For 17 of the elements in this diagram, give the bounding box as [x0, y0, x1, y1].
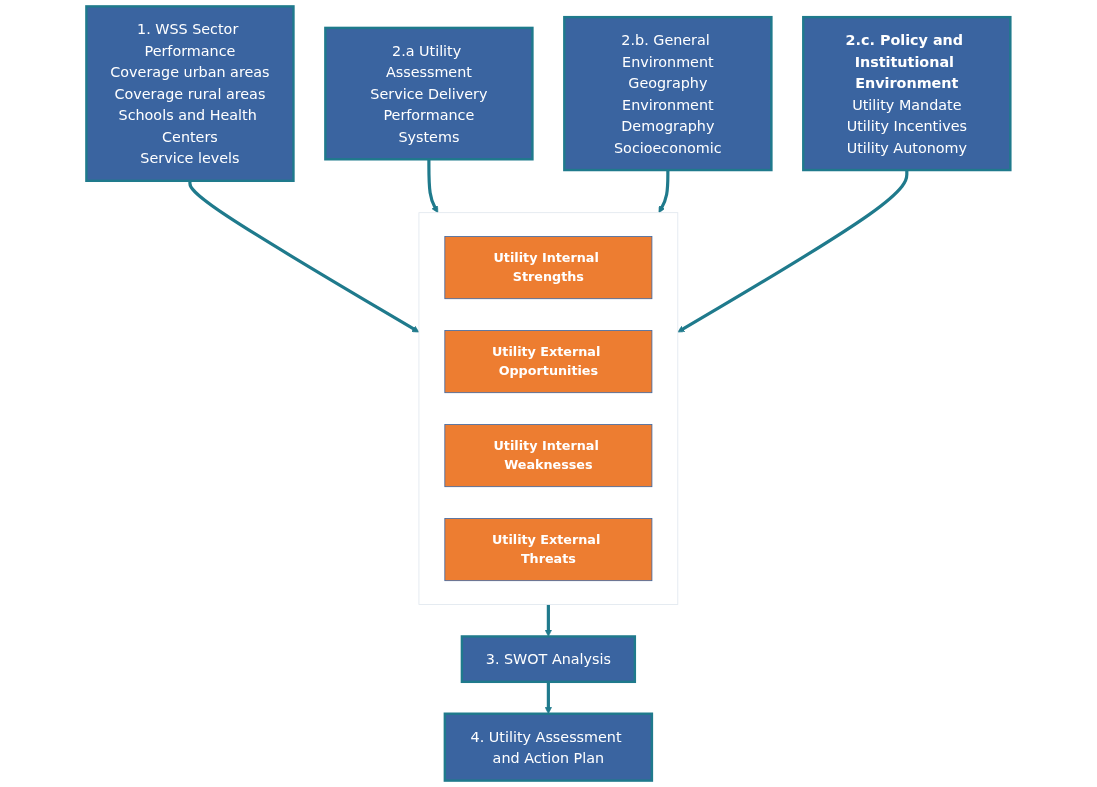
node-box: Utility External Threats — [444, 518, 653, 582]
arrow — [545, 681, 552, 714]
node-box: 4. Utility Assessment and Action Plan — [443, 712, 654, 782]
node-box: Utility Internal Weaknesses — [444, 424, 653, 488]
arrow — [545, 604, 552, 637]
arrow — [427, 159, 439, 213]
arrow — [658, 170, 670, 213]
node-box: Utility External Opportunities — [444, 330, 653, 394]
node-box: 1. WSS Sector Performance Coverage urban areas Coverage rural areas Schools and Health Centers Service levels — [85, 5, 295, 182]
node-box: 2.b. General Environment Geography Environment Demography Socioeconomic — [563, 15, 773, 172]
node-box: 2.c. Policy and Institutional Environment Utility Mandate Utility Incentives Utility Autonomy — [802, 15, 1012, 172]
node-box: 3. SWOT Analysis — [460, 635, 637, 684]
node-box: 2.a Utility Assessment Service Delivery Performance Systems — [324, 26, 534, 161]
node-box: Utility Internal Strengths — [444, 236, 653, 300]
arrow — [677, 170, 909, 333]
cluster — [418, 212, 679, 605]
arrow — [188, 180, 420, 333]
